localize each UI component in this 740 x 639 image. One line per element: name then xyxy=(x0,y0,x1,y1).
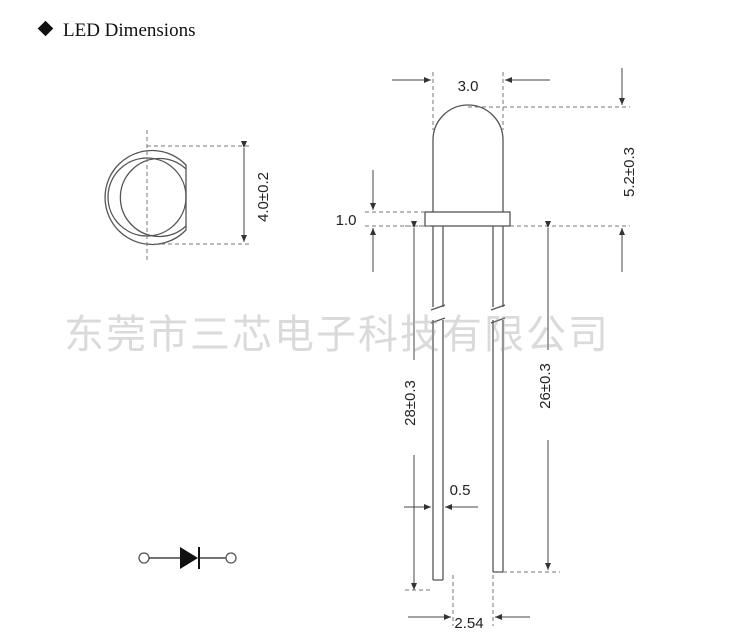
lead-spacing-label: 2.54 xyxy=(454,615,483,632)
flange xyxy=(424,211,511,227)
lens-height-label: 5.2±0.3 xyxy=(621,147,638,197)
lens-diameter-label: 3.0 xyxy=(458,78,479,95)
short-lead-upper xyxy=(492,226,504,307)
led-outline-circle xyxy=(104,149,187,246)
short-lead-lower xyxy=(492,320,504,573)
title-text: LED Dimensions xyxy=(63,20,196,41)
flange-thickness-label: 1.0 xyxy=(336,212,357,229)
cathode-terminal xyxy=(225,552,237,564)
diode-triangle xyxy=(180,547,198,569)
top-view: 4.0±0.2 xyxy=(104,130,272,262)
lens-inner-circle xyxy=(119,157,187,238)
diode-symbol-icon xyxy=(138,547,237,569)
long-lead-label: 28±0.3 xyxy=(402,380,419,426)
watermark: 东莞市三芯电子科技有限公司 xyxy=(64,312,610,358)
diagram-title: LED Dimensions xyxy=(37,20,196,42)
anode-terminal xyxy=(138,552,150,564)
long-lead-upper xyxy=(432,226,444,307)
flange-diameter-label: 4.0±0.2 xyxy=(255,172,272,222)
long-lead-break xyxy=(430,304,446,324)
long-lead-lower xyxy=(432,320,444,581)
lead-width-label: 0.5 xyxy=(450,482,471,499)
short-lead-break xyxy=(490,304,506,324)
lens-body xyxy=(432,104,504,212)
side-view: 3.0 5.2±0.3 1.0 28±0.3 26±0.3 xyxy=(336,68,638,632)
short-lead-label: 26±0.3 xyxy=(537,363,554,409)
